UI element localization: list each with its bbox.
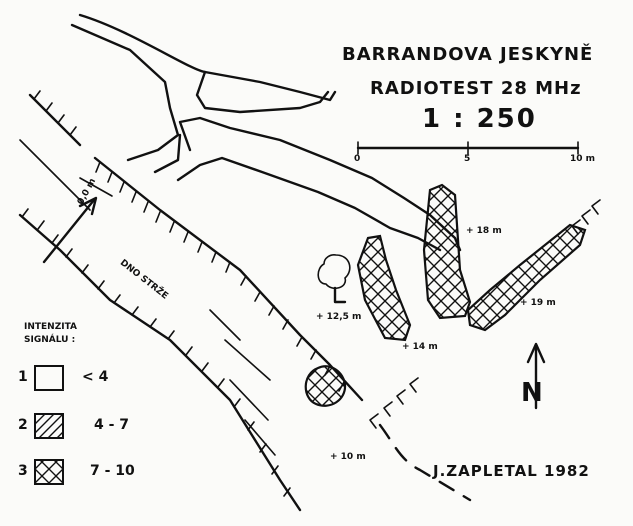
legend-swatch-2: [34, 413, 64, 439]
legend-swatches: [34, 365, 64, 485]
legend-num-2: 2: [18, 417, 28, 433]
north-arrow-icon: [526, 342, 546, 410]
legend-num-3: 3: [18, 463, 28, 479]
signal-areas: [304, 183, 587, 407]
legend-swatch-1: [34, 365, 64, 391]
scale-tick-5: 5: [464, 154, 471, 164]
legend-swatch-3: [34, 459, 64, 485]
legend-heading-line1: INTENZITA: [24, 322, 77, 332]
signal-area-18m: [422, 183, 472, 320]
depth-label-14: + 14 m: [402, 342, 438, 352]
signal-area-gorge: [304, 365, 347, 407]
signal-area-19m: [466, 223, 587, 332]
legend-heading-line2: SIGNÁLU :: [24, 335, 76, 345]
tree-icon: [317, 254, 351, 304]
zero-marker: [42, 177, 113, 264]
scale-bar: [356, 141, 580, 155]
legend-range-3: 7 - 10: [90, 463, 135, 479]
depth-label-18: + 18 m: [466, 226, 502, 236]
author-signature: J.ZAPLETAL 1982: [433, 462, 590, 480]
signal-area-12-5m: [356, 234, 412, 342]
legend-range-2: 4 - 7: [94, 417, 130, 433]
map-scale-ratio: 1 : 250: [422, 104, 537, 134]
north-label: N: [521, 378, 543, 408]
map-title: BARRANDOVA JESKYNĚ: [342, 44, 594, 65]
dashed-boundary: [378, 423, 472, 502]
map-subtitle: RADIOTEST 28 MHz: [370, 78, 582, 99]
scale-tick-10: 10 m: [570, 154, 596, 164]
depth-label-10: + 10 m: [330, 452, 366, 462]
scale-tick-0: 0: [354, 154, 361, 164]
depth-label-19: + 19 m: [520, 298, 556, 308]
cave-passage: [70, 13, 462, 252]
depth-label-12-5: + 12,5 m: [316, 312, 362, 322]
gorge-edges: [18, 90, 364, 512]
legend-num-1: 1: [18, 369, 28, 385]
legend-range-1: < 4: [82, 369, 109, 385]
